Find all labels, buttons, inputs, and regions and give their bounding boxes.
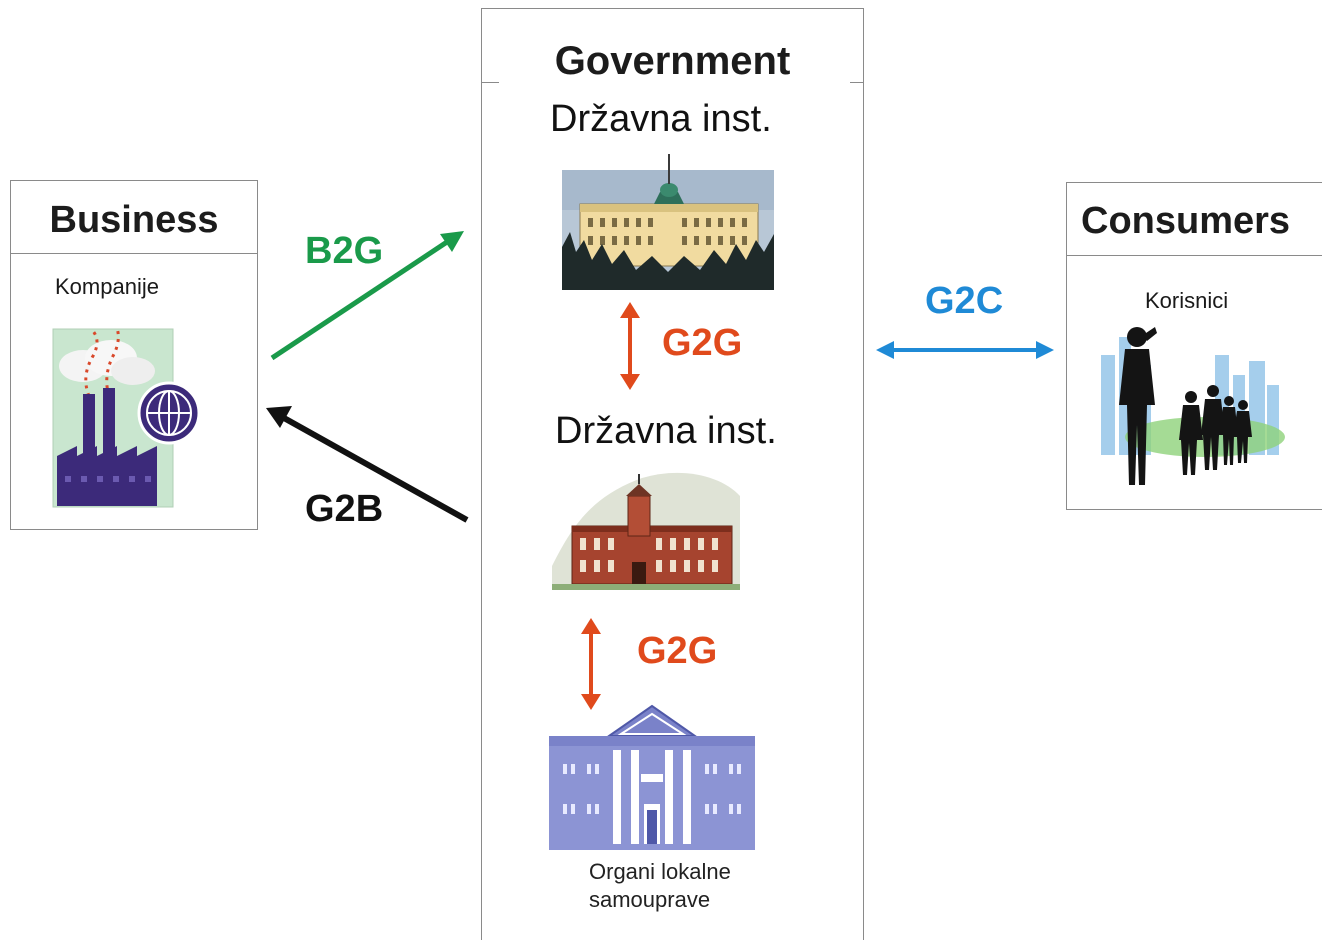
ministry-building-icon xyxy=(552,472,740,590)
business-subtitle: Kompanije xyxy=(55,274,159,299)
g2b-label: G2B xyxy=(305,488,384,530)
consumers-title: Consumers xyxy=(1067,183,1322,256)
government-title-rule-right xyxy=(850,82,864,83)
g2g-lower-label: G2G xyxy=(637,630,718,672)
g2g-upper-label: G2G xyxy=(662,322,743,364)
g2b-arrowhead xyxy=(266,406,292,428)
government-title-rule-left xyxy=(481,82,499,83)
local-government-label-line2: samouprave xyxy=(589,887,711,912)
b2g-arrow-line xyxy=(270,237,452,361)
g2b-arrow-line xyxy=(282,415,469,523)
consumers-box: Consumers Korisnici xyxy=(1066,182,1322,510)
b2g-g2b-arrows xyxy=(266,231,469,523)
state-institution-label-middle: Državna inst. xyxy=(555,410,777,452)
consumers-subtitle: Korisnici xyxy=(1145,288,1229,313)
g2g-upper-arrow-icon xyxy=(620,302,640,390)
local-government-label-line1: Organi lokalne xyxy=(589,859,731,884)
local-government-building-icon xyxy=(549,704,755,850)
b2g-label: B2G xyxy=(305,230,384,272)
b2g-arrowhead xyxy=(440,231,464,252)
g2g-lower-arrow-icon xyxy=(581,618,601,710)
business-box: Business Kompanije xyxy=(10,180,258,530)
business-people-icon xyxy=(1101,327,1285,485)
business-title: Business xyxy=(11,181,257,254)
g2c-label: G2C xyxy=(925,280,1004,322)
state-institution-label-top: Državna inst. xyxy=(550,98,772,140)
factory-globe-icon xyxy=(52,327,201,508)
government-title: Government xyxy=(554,39,791,83)
g2c-arrow-icon xyxy=(876,341,1054,359)
local-government-label: Organi lokalne samouprave xyxy=(589,858,731,914)
palace-building-icon xyxy=(562,154,774,290)
